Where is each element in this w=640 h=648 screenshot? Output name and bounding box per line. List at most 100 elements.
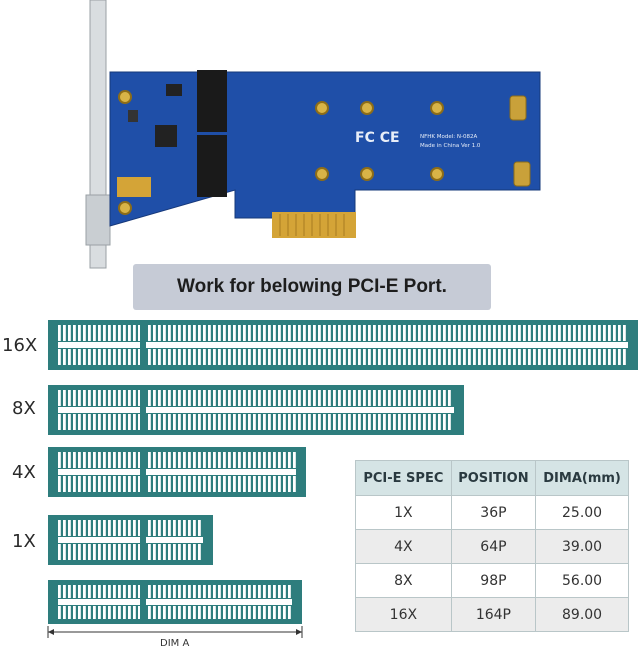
slot-pin [223,606,226,619]
slot-pin [173,476,176,492]
slot-pin [358,349,361,365]
slot-pin [148,452,151,468]
slot-pin [363,325,366,341]
slot-pin [373,349,376,365]
slot-pin [233,476,236,492]
slot-pin [413,390,416,406]
slot-pin [543,325,546,341]
slot-pin [63,414,66,430]
slot-pin [178,520,181,536]
pcie-spec-table: PCI-E SPEC POSITION DIMA(mm) 1X 36P 25.0… [355,460,629,632]
controller-chip [155,125,177,147]
slot-pin [173,544,176,560]
slot-pin [148,349,151,365]
slot-pin [388,414,391,430]
slot-pin [288,390,291,406]
slot-pin [318,325,321,341]
slot-pin [253,349,256,365]
slot-pin [428,349,431,365]
slot-pin [73,390,76,406]
slot-pin [433,349,436,365]
slot-pin [133,606,136,619]
slot-pin [158,390,161,406]
slot-pin [178,414,181,430]
slot-pin [613,325,616,341]
slot-pin [108,390,111,406]
slot-pin [228,585,231,598]
slot-pin [498,349,501,365]
slot-pin [478,325,481,341]
slot-pin [98,390,101,406]
cell-dima: 25.00 [535,495,629,530]
power-pad [117,177,151,197]
slot-pin [88,606,91,619]
slot-channel [58,469,296,475]
slot-pin [133,325,136,341]
slot-pin [148,544,151,560]
slot-pin [133,520,136,536]
slot-pin [553,349,556,365]
slot-pin [233,606,236,619]
slot-pin [353,349,356,365]
pcie-slot-8x [48,385,464,435]
slot-pin [348,349,351,365]
slot-pin [483,325,486,341]
slot-pin [83,390,86,406]
slot-pin [263,390,266,406]
slot-pin [488,349,491,365]
slot-pin [128,349,131,365]
slot-pin [388,325,391,341]
slot-pin [138,349,141,365]
slot-pin [178,349,181,365]
slot-pin [93,349,96,365]
slot-pin [168,520,171,536]
slot-pin [133,476,136,492]
slot-pin [223,349,226,365]
slot-pin [198,390,201,406]
slot-pin [428,390,431,406]
slot-pin [138,585,141,598]
slot-pin [333,325,336,341]
slot-pin [198,452,201,468]
slot-pin [398,414,401,430]
slot-pin [398,349,401,365]
slot-pin [238,325,241,341]
slot-pin [253,476,256,492]
slot-pin [283,585,286,598]
slot-pin [153,476,156,492]
slot-pin [138,414,141,430]
slot-pin [63,476,66,492]
slot-pin [503,349,506,365]
slot-pin [58,585,61,598]
slot-pin [148,325,151,341]
slot-pin [168,390,171,406]
slot-pin [188,325,191,341]
slot-pin [248,349,251,365]
slot-pin [68,349,71,365]
slot-pin [263,414,266,430]
slot-pin [98,325,101,341]
slot-pin [238,606,241,619]
slot-key [140,519,146,561]
slot-pin [248,414,251,430]
slot-pin [63,520,66,536]
slot-pin [408,414,411,430]
slot-pin [228,390,231,406]
slot-pin [78,606,81,619]
slot-key [140,324,146,366]
slot-pin [83,452,86,468]
slot-pin [333,390,336,406]
slot-pin [188,414,191,430]
slot-pin [133,349,136,365]
pcie-slot-4x [48,447,306,497]
slot-pin [73,325,76,341]
slot-pin [158,349,161,365]
slot-pin [243,585,246,598]
slot-pin [543,349,546,365]
slot-pin [58,390,61,406]
slot-pin [113,349,116,365]
slot-pin [163,452,166,468]
slot-pin [103,452,106,468]
slot-pin [243,452,246,468]
slot-pin [218,606,221,619]
